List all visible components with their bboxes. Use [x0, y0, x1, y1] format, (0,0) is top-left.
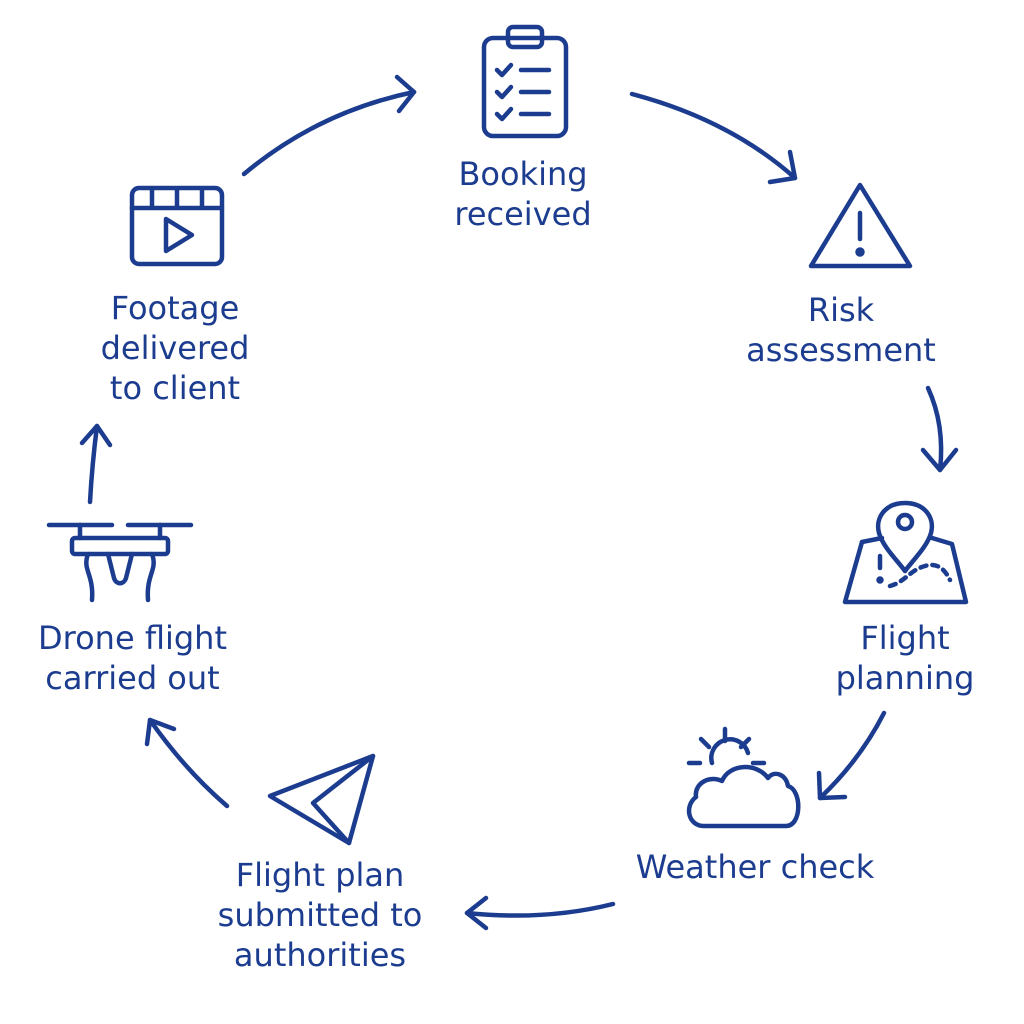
video-player-icon — [129, 185, 225, 267]
warning-triangle-icon — [808, 182, 913, 269]
sun-cloud-icon — [686, 726, 801, 829]
clipboard-checklist-icon — [481, 24, 569, 139]
step-label-drone-flight: Drone flight carried out — [38, 619, 227, 697]
arrow-weather-to-submitted — [464, 895, 616, 931]
arrow-submitted-to-drone — [144, 717, 230, 809]
step-label-weather-check: Weather check — [635, 848, 875, 886]
step-label-footage-delivered: Footage delivered to client — [100, 289, 250, 407]
arrow-risk-to-planning — [920, 385, 959, 473]
arrow-planning-to-weather — [816, 710, 887, 801]
arrow-footage-to-booking — [241, 74, 417, 177]
drone-icon — [46, 522, 194, 603]
step-label-flight-planning: Flight planning — [835, 619, 975, 697]
arrow-drone-to-footage — [79, 423, 113, 505]
paper-plane-icon — [267, 753, 376, 846]
step-label-booking-received: Booking received — [454, 155, 592, 233]
step-label-risk-assessment: Risk assessment — [746, 291, 936, 369]
arrow-booking-to-risk — [629, 91, 798, 185]
step-label-flight-plan-submitted: Flight plan submitted to authorities — [217, 856, 423, 974]
map-pin-icon — [842, 500, 969, 605]
